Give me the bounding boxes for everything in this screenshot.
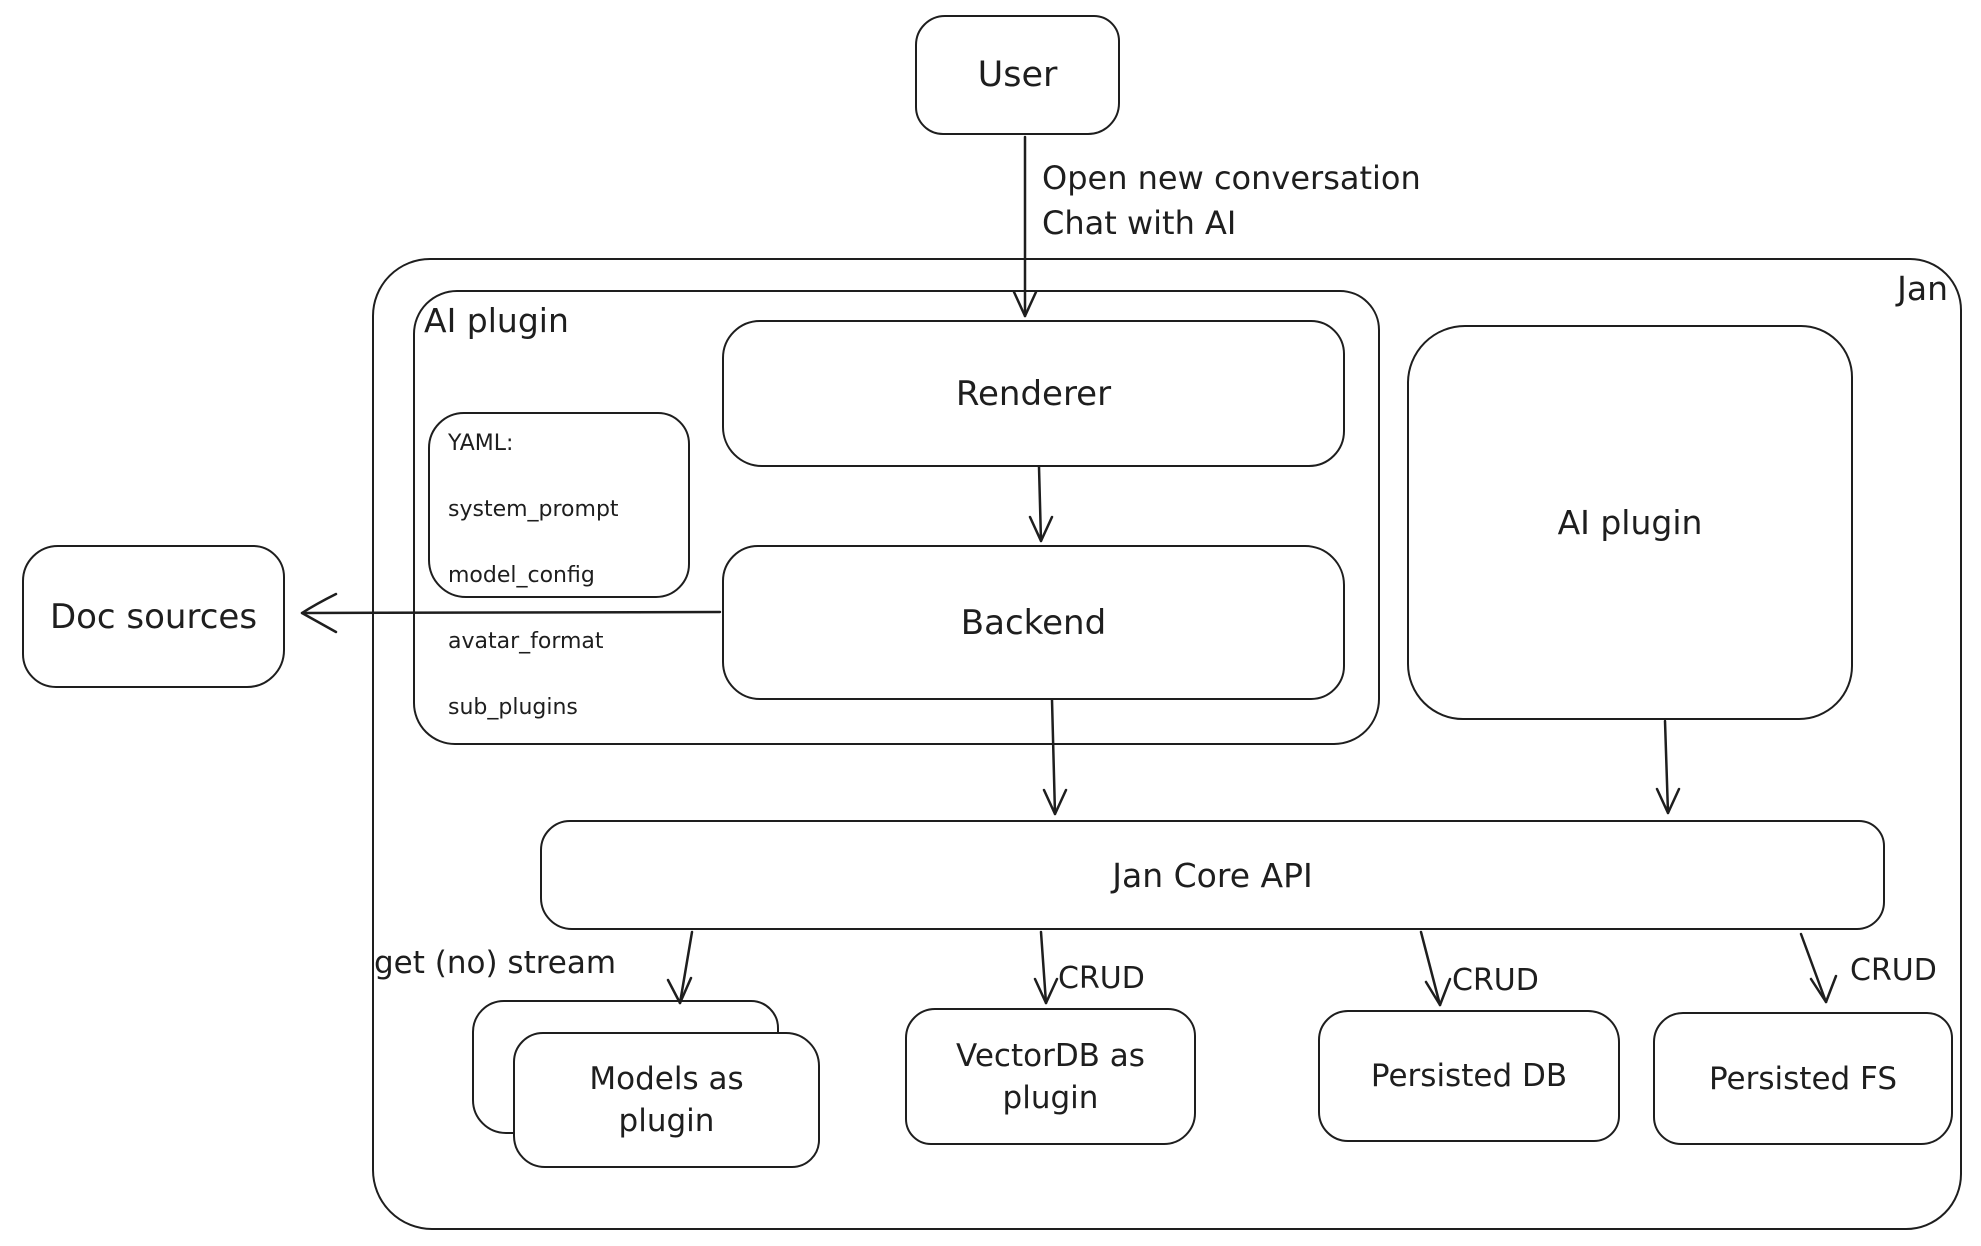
persisted-db-node: Persisted DB	[1318, 1010, 1620, 1142]
ai-plugin-node: AI plugin	[1407, 325, 1853, 720]
edge-label-get-no-stream: get (no) stream	[374, 945, 617, 981]
user-node: User	[915, 15, 1120, 135]
yaml-line-4: avatar_format	[448, 629, 604, 654]
yaml-note: YAML: system_prompt model_config avatar_…	[428, 412, 690, 720]
ai-plugin-group-box	[413, 290, 1380, 745]
vectordb-plugin-node-label: VectorDB as plugin	[956, 1037, 1145, 1116]
user-node-label: User	[977, 55, 1058, 95]
jan-core-api-node: Jan Core API	[540, 820, 1885, 930]
yaml-line-1: YAML:	[448, 431, 514, 456]
edge-label-crud-vectordb: CRUD	[1058, 961, 1145, 996]
edge-label-crud-persisted-db: CRUD	[1452, 963, 1539, 998]
persisted-fs-node: Persisted FS	[1653, 1012, 1953, 1145]
jan-container-label: Jan	[1897, 269, 1948, 308]
doc-sources-node: Doc sources	[22, 545, 285, 688]
backend-node-label: Backend	[960, 602, 1107, 643]
yaml-line-3: model_config	[448, 563, 595, 588]
renderer-node-label: Renderer	[955, 373, 1112, 414]
yaml-line-2: system_prompt	[448, 497, 619, 522]
arrowhead-backend-to-doc-sources	[300, 592, 338, 634]
vectordb-plugin-node: VectorDB as plugin	[905, 1008, 1196, 1145]
edge-label-crud-persisted-fs: CRUD	[1850, 953, 1937, 988]
jan-core-api-node-label: Jan Core API	[1112, 855, 1313, 895]
edge-label-open-conversation: Open new conversation Chat with AI	[1042, 159, 1421, 242]
ai-plugin-node-label: AI plugin	[1557, 503, 1703, 542]
jan-container-box	[372, 258, 1962, 1230]
persisted-fs-node-label: Persisted FS	[1708, 1060, 1898, 1097]
models-plugin-node: Models as plugin	[513, 1032, 820, 1168]
renderer-node: Renderer	[722, 320, 1345, 467]
yaml-line-5: sub_plugins	[448, 695, 578, 720]
doc-sources-node-label: Doc sources	[49, 596, 258, 637]
ai-plugin-group-label: AI plugin	[424, 301, 569, 340]
persisted-db-node-label: Persisted DB	[1370, 1058, 1568, 1094]
models-plugin-node-label: Models as plugin	[589, 1061, 744, 1139]
backend-node: Backend	[722, 545, 1345, 700]
